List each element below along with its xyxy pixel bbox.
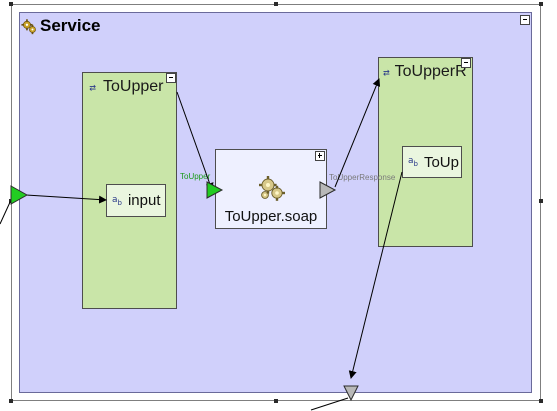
connection-service-in-to-input-part[interactable] (25, 194, 107, 204)
operation-output-port-label: ToUpperResponse (329, 173, 396, 182)
gear-icon (21, 18, 36, 34)
connection-service-out-to-external[interactable] (310, 397, 349, 411)
operation-expand-button[interactable] (315, 151, 325, 161)
connection-input-message-to-operation[interactable] (176, 91, 214, 191)
input-message-header: ⇄ ToUpper (87, 77, 164, 97)
output-part-box[interactable]: ab ToUp (402, 146, 462, 178)
resize-handle-bottom-center[interactable] (274, 399, 278, 403)
operation-label: ToUpper.soap (224, 208, 318, 225)
service-title: Service (40, 16, 101, 35)
message-icon: ⇄ (383, 65, 390, 79)
resize-handle-top-right[interactable] (539, 2, 543, 6)
service-header[interactable]: Service (21, 15, 101, 37)
string-type-icon: ab (112, 194, 122, 207)
resize-handle-top-left[interactable] (9, 2, 13, 6)
output-part-label: ToUp (423, 153, 459, 171)
input-message-label: ToUpper (103, 78, 164, 95)
output-message-header: ⇄ ToUpperR (383, 62, 467, 82)
output-message-collapse-button[interactable] (461, 58, 471, 68)
resize-handle-middle-right[interactable] (539, 199, 543, 203)
operation-output-port[interactable] (319, 181, 337, 199)
service-input-port[interactable] (10, 185, 29, 205)
resize-handle-bottom-right[interactable] (539, 399, 543, 403)
connection-operation-to-output-message[interactable] (334, 78, 381, 188)
resize-handle-top-center[interactable] (274, 2, 278, 6)
service-collapse-button[interactable] (520, 15, 530, 25)
connection-output-part-to-service-out[interactable] (348, 171, 403, 379)
input-part-label: input (127, 192, 161, 209)
string-type-icon: ab (408, 156, 418, 168)
resize-handle-bottom-left[interactable] (9, 399, 13, 403)
output-message-label: ToUpperR (394, 63, 467, 80)
connection-external-to-service-in[interactable] (0, 199, 12, 225)
service-output-port[interactable] (343, 385, 359, 402)
input-message-collapse-button[interactable] (166, 73, 176, 83)
message-icon: ⇄ (89, 80, 96, 94)
operation-input-port[interactable] (206, 181, 224, 199)
operation-input-port-label: ToUpper (180, 172, 211, 181)
gears-icon (259, 176, 285, 201)
